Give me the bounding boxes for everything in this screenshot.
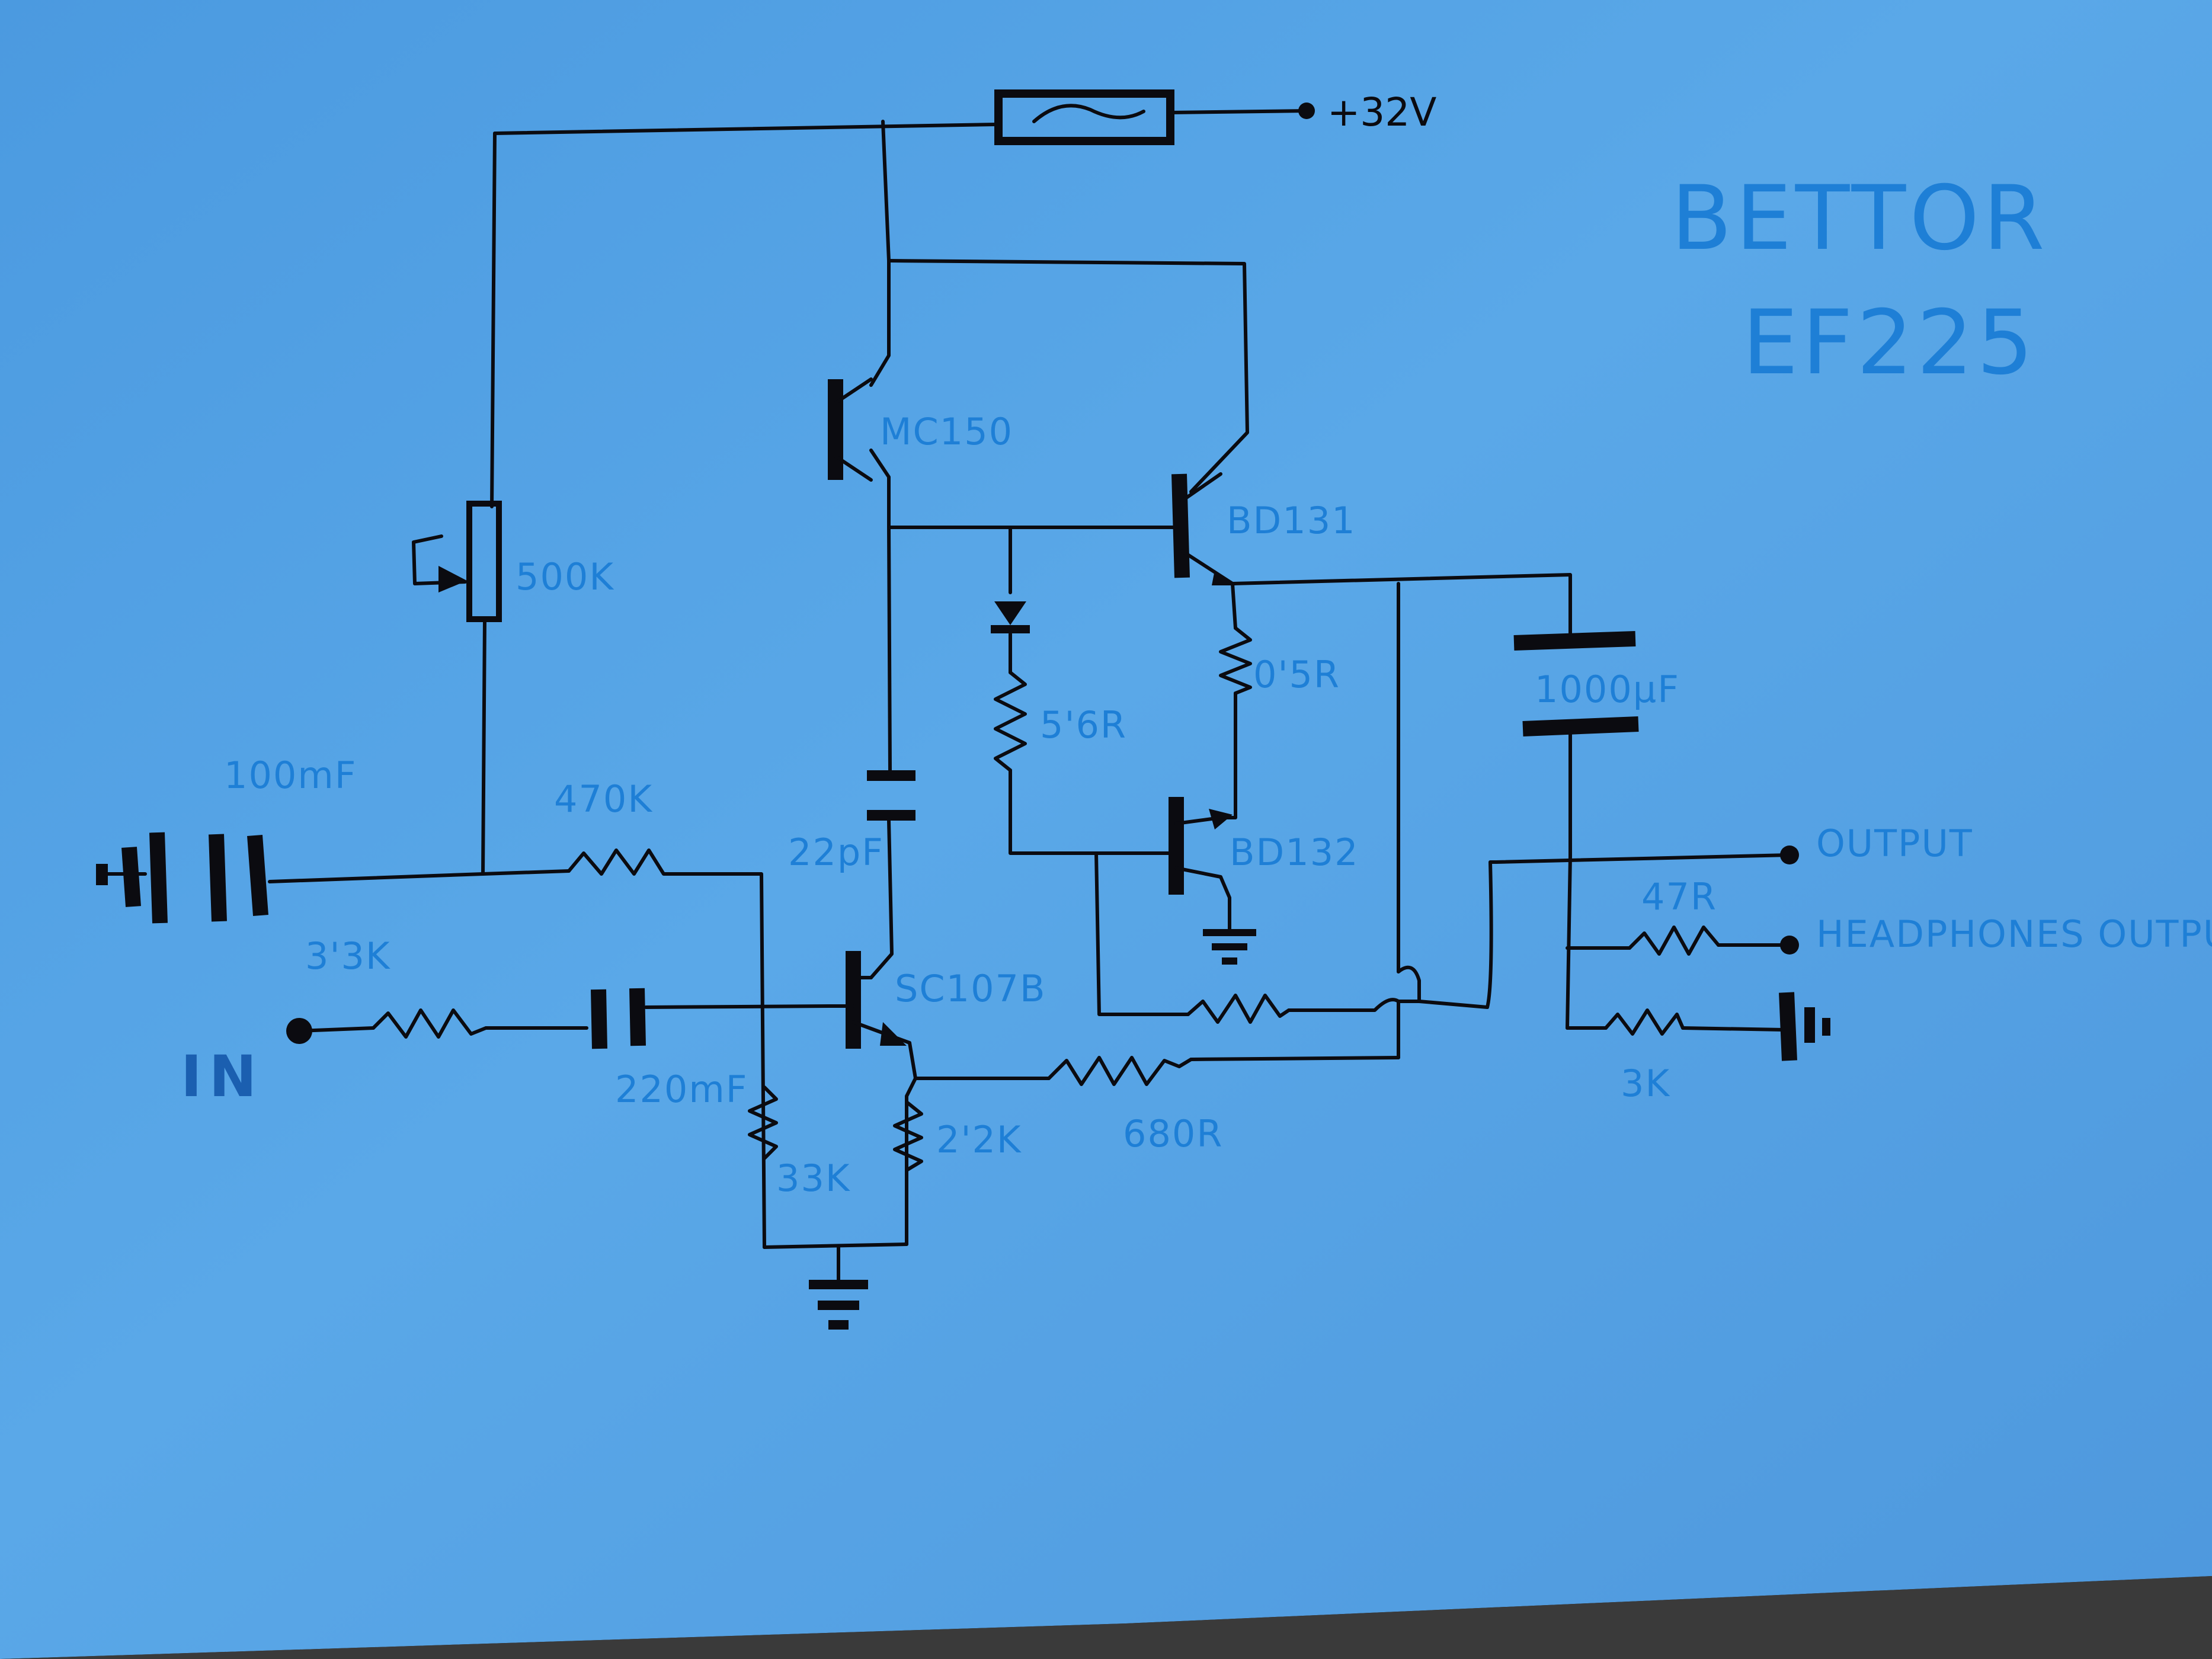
label-5-6r: 5'6R bbox=[1040, 703, 1127, 747]
label-220mf: 220mF bbox=[615, 1068, 748, 1111]
label-output: OUTPUT bbox=[1816, 822, 1973, 865]
resistor-47r bbox=[1628, 925, 1720, 956]
resistor-2-2k bbox=[893, 1100, 923, 1172]
label-1000uf: 1000μF bbox=[1535, 668, 1680, 711]
ground-main bbox=[809, 1280, 868, 1330]
title-line1: BETTOR bbox=[1671, 167, 2048, 270]
resistor-3-3k bbox=[372, 1008, 488, 1039]
resistor-feedback-loop bbox=[1186, 994, 1291, 1024]
input-terminal bbox=[286, 1018, 312, 1044]
resistor-0-5r bbox=[1219, 626, 1252, 695]
capacitor-22pf bbox=[867, 770, 915, 821]
table-surface bbox=[0, 1576, 2212, 1659]
transistor-sc107b bbox=[828, 951, 911, 1049]
label-3-3k: 3'3K bbox=[305, 934, 391, 978]
label-680r: 680R bbox=[1123, 1112, 1223, 1155]
resistor-5-6r bbox=[994, 671, 1027, 772]
label-sc107b: SC107B bbox=[895, 967, 1046, 1010]
transistor-bd131 bbox=[1171, 472, 1235, 585]
ground-output bbox=[1779, 992, 1830, 1061]
capacitor-1000uf bbox=[1513, 631, 1639, 736]
title-line2: EF225 bbox=[1742, 292, 2037, 395]
resistor-33k bbox=[748, 1085, 778, 1160]
label-33k: 33K bbox=[776, 1157, 851, 1200]
label-2-2k: 2'2K bbox=[936, 1118, 1022, 1161]
output-terminal bbox=[1780, 845, 1799, 864]
fuse bbox=[994, 89, 1174, 145]
supply-label: +32V bbox=[1327, 89, 1436, 135]
supply-terminal bbox=[1298, 103, 1315, 119]
resistor-680r bbox=[1047, 1056, 1193, 1086]
potentiometer-500k bbox=[412, 501, 502, 622]
label-in: IN bbox=[181, 1043, 264, 1110]
capacitor-100mf bbox=[96, 832, 268, 924]
label-pot: 500K bbox=[516, 555, 614, 598]
diode bbox=[991, 601, 1030, 633]
headphones-terminal bbox=[1780, 936, 1799, 955]
label-470k: 470K bbox=[554, 777, 653, 821]
label-mc150: MC150 bbox=[880, 410, 1013, 453]
label-100mf: 100mF bbox=[224, 754, 357, 797]
label-headphones: HEADPHONES OUTPUT bbox=[1816, 912, 2212, 956]
transistor-mc150 bbox=[828, 377, 873, 482]
label-bd132: BD132 bbox=[1230, 831, 1359, 874]
transistor-bd132 bbox=[1169, 797, 1233, 895]
capacitor-220mf bbox=[591, 988, 646, 1049]
label-3k: 3K bbox=[1621, 1062, 1670, 1105]
resistor-470k bbox=[567, 848, 677, 876]
label-22pf: 22pF bbox=[788, 831, 884, 874]
label-0-5r: 0'5R bbox=[1253, 653, 1340, 696]
ground-bd132 bbox=[1203, 929, 1256, 965]
label-47r: 47R bbox=[1641, 875, 1717, 918]
resistor-3k bbox=[1604, 1008, 1685, 1036]
label-bd131: BD131 bbox=[1227, 499, 1356, 542]
wires bbox=[102, 109, 1791, 1282]
